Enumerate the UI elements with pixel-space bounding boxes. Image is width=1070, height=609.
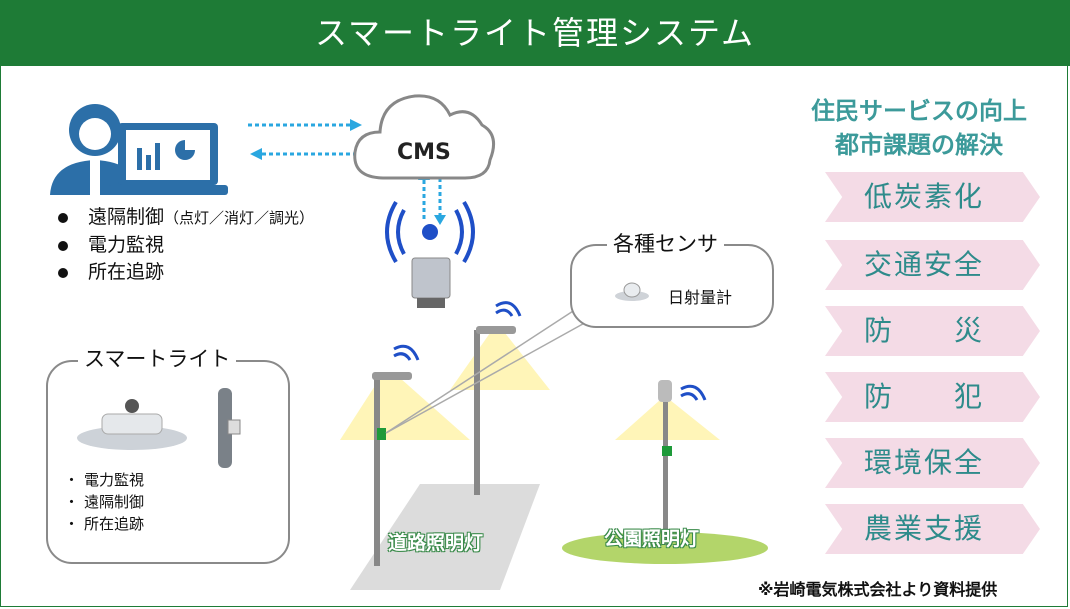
function-note: （点灯／消灯／調光） [164, 209, 315, 227]
road-lamp-label: 道路照明灯 [388, 532, 484, 554]
source-credit: ※岩崎電気株式会社より資料提供 [758, 580, 998, 599]
sensor-callout-line [385, 319, 591, 434]
smart-light-fixture-icon [77, 399, 187, 450]
goals-heading-line: 住民サービスの向上 [811, 97, 1027, 125]
goal-label: 防 犯 [863, 380, 984, 413]
park-ground [562, 532, 768, 564]
goal-chevron [825, 504, 1040, 554]
function-item: 所在追跡 [58, 259, 314, 286]
goal-chevron [825, 240, 1040, 290]
road-lamp-1 [340, 372, 470, 566]
function-item: 遠隔制御（点灯／消灯／調光） [58, 204, 314, 232]
goal-chevron [825, 438, 1040, 488]
goals-heading: 住民サービスの向上 都市課題の解決 [790, 94, 1048, 162]
smart-light-box-title: スマートライト [78, 343, 237, 373]
management-functions: 遠隔制御（点灯／消灯／調光） 電力監視 所在追跡 [58, 204, 314, 286]
goal-label: 低炭素化 [863, 180, 984, 213]
cms-label: CMS [397, 140, 451, 165]
system-diagram [50, 94, 768, 590]
function-item: 電力監視 [58, 232, 314, 259]
goal-label: 農業支援 [863, 512, 984, 545]
smart-light-function: 遠隔制御 [64, 491, 144, 513]
smart-light-function: 所在追跡 [64, 513, 144, 535]
park-lamp-label: 公園照明灯 [604, 528, 700, 550]
page-title: スマートライト管理システム [0, 0, 1070, 66]
smart-light-functions: 電力監視 遠隔制御 所在追跡 [64, 469, 144, 535]
cloud-icon [353, 94, 496, 180]
goal-label: 交通安全 [863, 248, 984, 281]
goal-label: 環境保全 [863, 446, 984, 479]
sensor-item: 日射量計 [668, 288, 733, 307]
gateway-device [385, 200, 475, 308]
smart-light-pole-icon [218, 388, 241, 468]
sensor-box-title: 各種センサ [607, 228, 724, 258]
laptop-icon [108, 123, 228, 195]
smart-light-function: 電力監視 [64, 469, 144, 491]
goal-chevron [825, 172, 1040, 222]
goal-chevron [825, 372, 1040, 422]
road-lamp-2 [450, 326, 550, 495]
park-lamp [615, 380, 720, 545]
pyranometer-icon [615, 282, 649, 301]
goal-chevron [825, 306, 1040, 356]
goal-label: 防 災 [863, 314, 984, 347]
road-ground-shadow [350, 484, 540, 590]
goals-heading-line: 都市課題の解決 [835, 131, 1003, 159]
